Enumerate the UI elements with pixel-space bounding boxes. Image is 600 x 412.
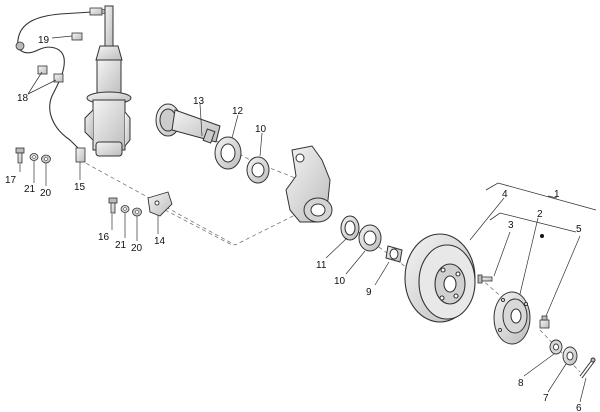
seal-12 [214,136,242,170]
bearing-10-lower [358,224,382,252]
group-bracket-2 [489,212,577,233]
callout-14: 14 [154,236,166,247]
callout-2: 2 [537,209,543,220]
callout-6: 6 [576,403,582,412]
washer-21-lower [120,205,130,213]
bolt-3 [477,274,493,284]
castle-nut-7 [562,346,578,366]
callout-18: 18 [17,93,29,104]
callout-3: 3 [508,220,514,231]
bearing-10-upper [246,156,270,184]
clip-18 [37,65,64,83]
callout-8: 8 [518,378,524,389]
bolt-17 [15,147,25,164]
callout-15: 15 [74,182,86,193]
cotter-pin-6 [579,357,596,379]
brake-disc-4 [404,233,476,323]
callout-16: 16 [98,232,110,243]
callout-13: 13 [193,96,205,107]
group-bracket-1 [485,182,597,211]
wire-clip-19 [71,32,83,41]
callout-9: 9 [366,287,372,298]
bracket-14 [147,191,173,217]
wheel-hub-2 [493,291,531,345]
washer-20-lower [132,207,142,217]
callout-12: 12 [232,106,244,117]
seal-11 [340,215,360,241]
callout-20a: 20 [40,188,52,199]
steering-knuckle [285,145,333,223]
reference-dot [540,234,544,238]
callout-11: 11 [316,260,327,271]
callout-10b: 10 [334,276,346,287]
shock-strut [84,5,132,157]
callout-10a: 10 [255,124,267,135]
callout-7: 7 [543,393,549,404]
callout-4: 4 [502,189,508,200]
callout-19: 19 [38,35,50,46]
callout-5: 5 [576,224,582,235]
leader-lines [19,35,587,403]
washer-21-upper [29,153,39,161]
sensor-wire [17,11,93,153]
callout-20b: 20 [131,243,143,254]
bolt-16 [108,197,118,214]
spacer-9 [385,245,403,263]
sensor-head-15 [75,147,86,163]
washer-20-upper [41,154,51,164]
washer-8 [549,339,563,355]
callout-labels: 1 2 3 4 5 6 7 8 9 10 10 11 12 13 14 15 1… [5,35,582,412]
callout-21a: 21 [24,184,36,195]
callout-17: 17 [5,175,17,186]
callout-1: 1 [554,189,560,200]
drive-shaft-13 [155,103,221,144]
bolt-5 [539,315,550,329]
sensor-connector [89,7,108,16]
wire-grommet [15,41,25,51]
callout-21b: 21 [115,240,127,251]
